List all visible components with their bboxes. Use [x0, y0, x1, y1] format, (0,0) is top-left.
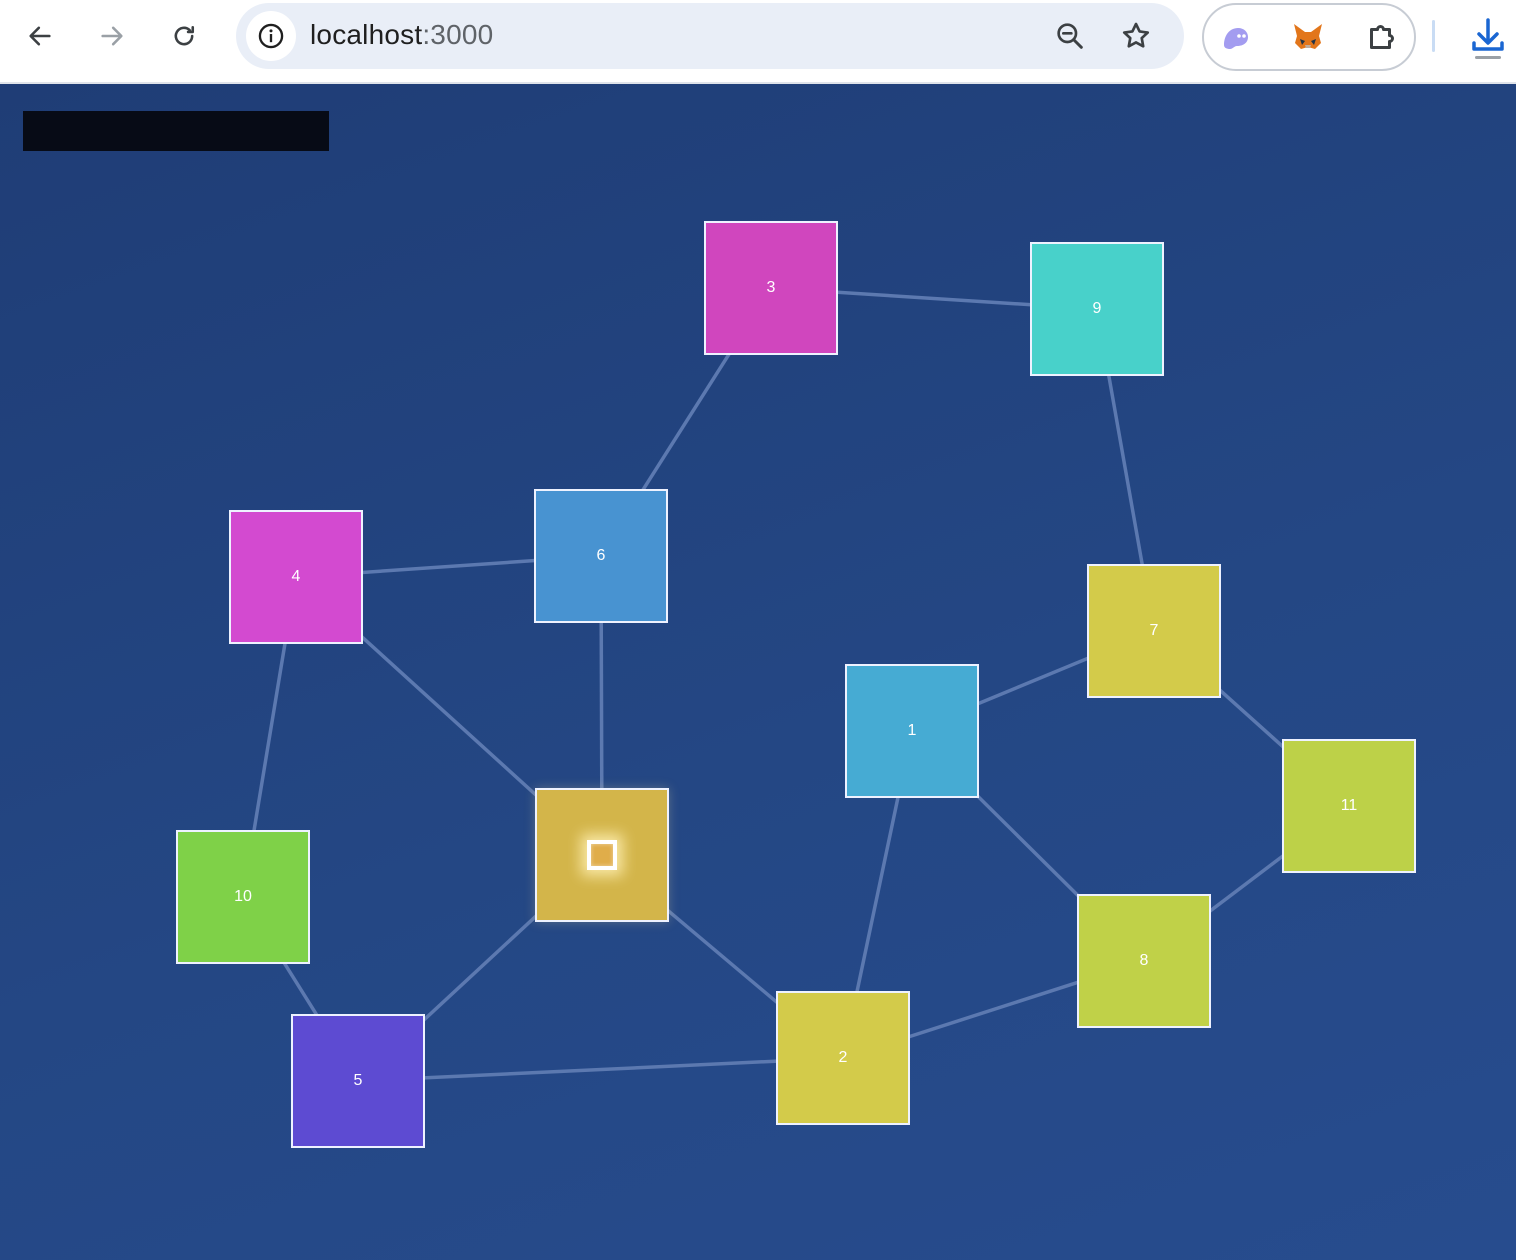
graph-node-6[interactable]: 6: [534, 489, 668, 623]
graph-node-1[interactable]: 1: [845, 664, 979, 798]
redacted-header-block: [23, 111, 329, 151]
graph-node-10[interactable]: 10: [176, 830, 310, 964]
download-icon: [1472, 18, 1504, 59]
graph-node-4[interactable]: 4: [229, 510, 363, 644]
node-label: 8: [1139, 952, 1149, 969]
zoom-out-icon[interactable]: [1054, 20, 1086, 52]
site-info-button[interactable]: [246, 11, 296, 61]
node-label: 11: [1340, 797, 1358, 814]
graph-node-11[interactable]: 11: [1282, 739, 1416, 873]
graph-node-center[interactable]: [535, 788, 669, 922]
url-port: :3000: [422, 19, 494, 50]
node-label: 7: [1149, 622, 1159, 639]
node-label: 10: [234, 888, 252, 905]
graph-canvas: 1 2 3 4 5 6 7 8 9 10 11: [0, 84, 1516, 1260]
graph-node-2[interactable]: 2: [776, 991, 910, 1125]
node-label: 5: [353, 1072, 363, 1089]
arrow-left-icon: [29, 26, 51, 46]
graph-node-9[interactable]: 9: [1030, 242, 1164, 376]
node-label: 9: [1092, 300, 1102, 317]
node-label: 4: [291, 568, 301, 585]
graph-node-7[interactable]: 7: [1087, 564, 1221, 698]
ghost-extension-icon[interactable]: [1218, 19, 1254, 55]
edge-5-2: [357, 1056, 844, 1083]
back-button[interactable]: [20, 16, 60, 56]
forward-button[interactable]: [92, 16, 132, 56]
browser-toolbar: localhost:3000: [0, 0, 1516, 84]
node-label: 1: [907, 722, 917, 739]
reload-icon: [174, 25, 195, 46]
arrow-right-icon: [101, 26, 123, 46]
node-label: 2: [838, 1049, 848, 1066]
toolbar-divider: [1432, 20, 1435, 52]
extensions-group: [1202, 3, 1416, 71]
star-bookmark-icon[interactable]: [1120, 20, 1152, 52]
player-marker: [587, 840, 617, 870]
graph-node-5[interactable]: 5: [291, 1014, 425, 1148]
node-label: 6: [596, 547, 606, 564]
url-text[interactable]: localhost:3000: [310, 19, 493, 51]
puzzle-extensions-icon[interactable]: [1364, 19, 1400, 55]
reload-button[interactable]: [164, 16, 204, 56]
url-host: localhost: [310, 19, 423, 50]
graph-node-8[interactable]: 8: [1077, 894, 1211, 1028]
node-label: 3: [766, 279, 776, 296]
metamask-fox-icon[interactable]: [1290, 19, 1326, 55]
graph-node-3[interactable]: 3: [704, 221, 838, 355]
address-bar[interactable]: localhost:3000: [236, 3, 1184, 69]
info-icon: [258, 23, 284, 49]
downloads-button[interactable]: [1466, 14, 1510, 64]
